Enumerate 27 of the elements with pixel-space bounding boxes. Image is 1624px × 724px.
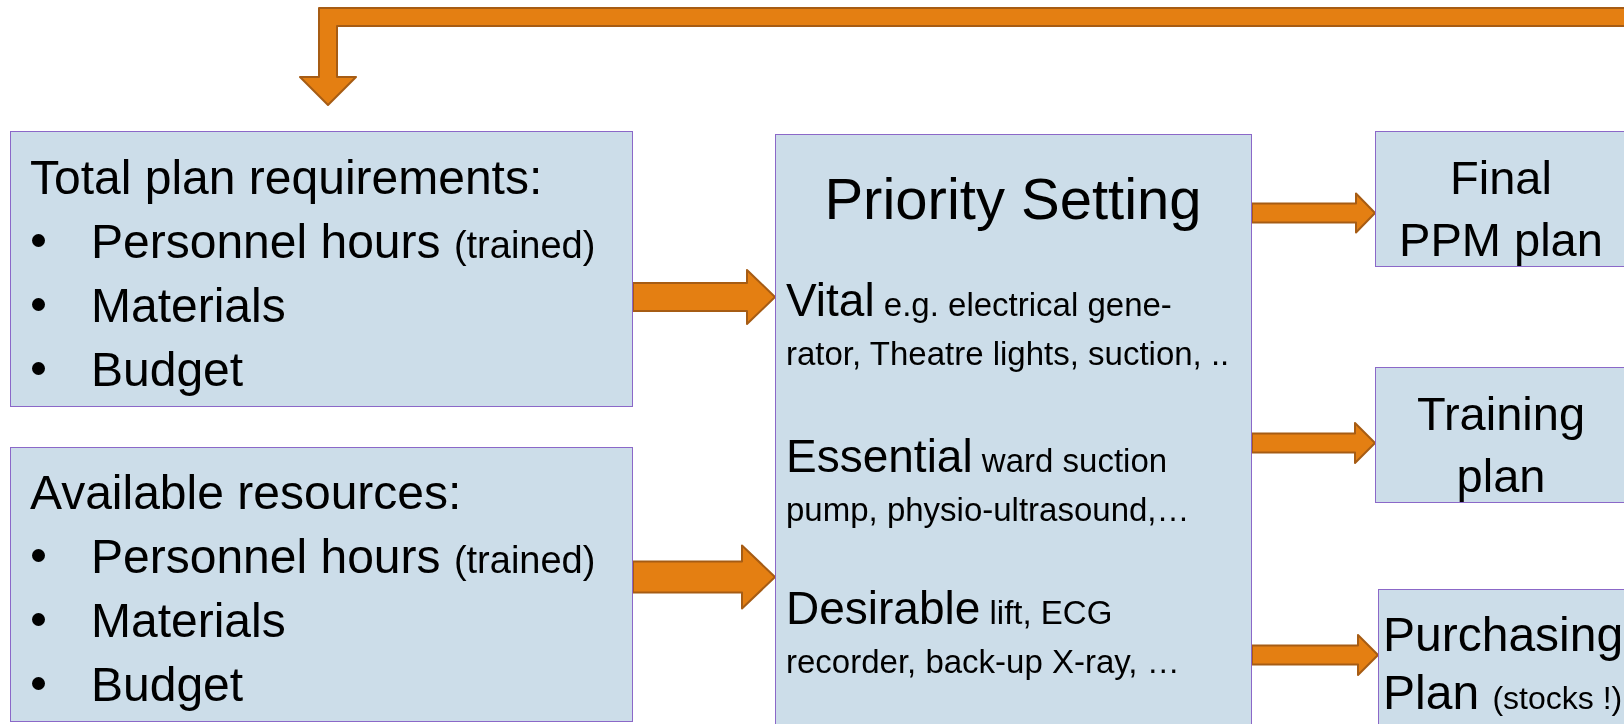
list-item: Budget xyxy=(91,657,244,713)
process-box xyxy=(10,447,633,722)
process-box xyxy=(1378,589,1624,724)
list-item: Personnel hours (trained) xyxy=(91,214,596,270)
list-item: Budget xyxy=(91,342,244,398)
list-item: Materials xyxy=(91,278,286,334)
box-title: Priority Setting xyxy=(823,166,1203,232)
box-label: Final PPM plan xyxy=(1398,150,1604,268)
block-arrow xyxy=(1251,192,1376,234)
process-box xyxy=(775,134,1252,724)
block-arrow xyxy=(1251,634,1379,676)
process-box xyxy=(1375,131,1624,267)
priority-category: Vital e.g. electrical gene-rator, Theatre lights, suction, .. xyxy=(786,277,1231,374)
box-heading: Total plan requirements: xyxy=(30,150,543,206)
box-label: Purchasing Plan (stocks !) xyxy=(1383,607,1624,721)
box-heading: Available resources: xyxy=(30,465,462,521)
priority-category: Essential ward suction pump, physio-ultrasound,… xyxy=(786,433,1191,530)
box-label: Training plan xyxy=(1415,386,1587,504)
priority-category: Desirable lift, ECG recorder, back-up X-ray, … xyxy=(786,585,1181,682)
process-box xyxy=(10,131,633,407)
block-arrow xyxy=(632,269,776,325)
process-box xyxy=(1375,367,1624,503)
list-item: Materials xyxy=(91,593,286,649)
block-arrow xyxy=(1251,422,1376,464)
block-arrow xyxy=(299,7,1624,106)
block-arrow xyxy=(632,544,776,610)
list-item: Personnel hours (trained) xyxy=(91,529,596,585)
